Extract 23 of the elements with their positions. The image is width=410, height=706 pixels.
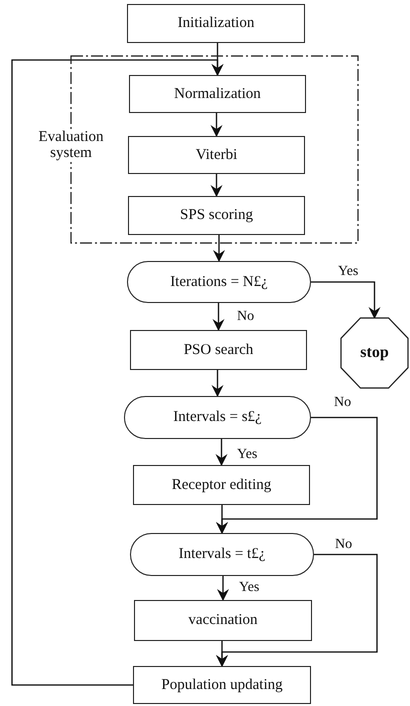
- process-box: Population updating: [133, 666, 311, 704]
- process-box: Normalization: [129, 75, 306, 113]
- arrow: [210, 174, 222, 197]
- arrow: [311, 281, 380, 319]
- process-box: vaccination: [134, 600, 312, 641]
- process-box: Initialization: [127, 4, 305, 43]
- arrow: [11, 59, 224, 686]
- process-box: Receptor editing: [133, 465, 310, 505]
- stop-octagon: stop: [341, 318, 408, 388]
- arrow: [210, 113, 222, 137]
- arrow: [212, 370, 224, 397]
- decision-terminal: Intervals = s£¿: [124, 396, 311, 439]
- arrow: [217, 576, 229, 601]
- process-box: Viterbi: [128, 136, 305, 174]
- process-box: PSO search: [130, 330, 307, 370]
- arrow: [216, 505, 228, 534]
- arrow: [216, 439, 228, 466]
- process-box: SPS scoring: [128, 196, 305, 235]
- arrow: [213, 235, 225, 262]
- arrow: [212, 303, 224, 331]
- arrow: [216, 641, 228, 667]
- decision-terminal: Intervals = t£¿: [130, 533, 314, 576]
- decision-terminal: Iterations = N£¿: [127, 261, 311, 303]
